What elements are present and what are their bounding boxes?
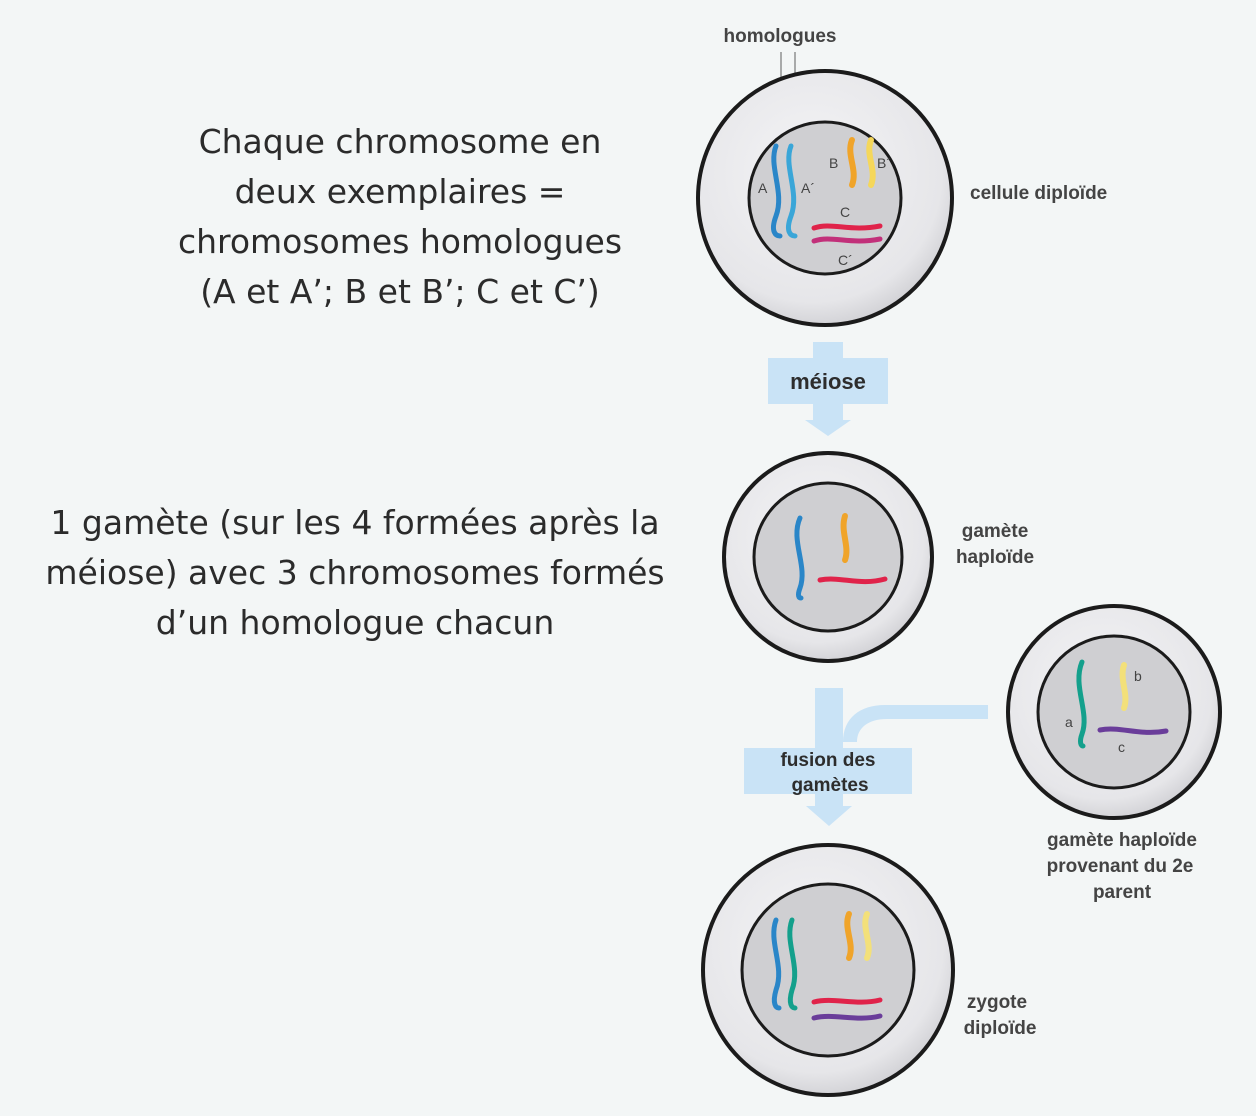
intro-line: deux exemplaires = [234, 172, 566, 211]
gamete-explanation: 1 gamète (sur les 4 formées après la méi… [20, 498, 690, 648]
zygote-label: zygote [967, 992, 1027, 1013]
second-parent-label: parent [1093, 882, 1152, 903]
fusion-box [744, 748, 912, 794]
label-b: b [1134, 668, 1142, 684]
chromosome-c [811, 1013, 883, 1021]
second-parent-label: gamète haploïde [1047, 830, 1197, 851]
chromosome-C-prime [811, 236, 883, 244]
label-A: A [758, 180, 768, 196]
second-parent-label: provenant du 2e [1047, 856, 1194, 877]
nucleus [752, 481, 904, 633]
fusion-arrow: fusion des gamètes [744, 688, 988, 826]
chromosome-B [844, 911, 854, 961]
diploid-cell: A A´ B B´ C C´ [696, 69, 954, 327]
chromosome-A [771, 143, 783, 239]
chromosome-C [811, 997, 883, 1005]
gamete-line: 1 gamète (sur les 4 formées après la [50, 503, 660, 542]
intro-line: (A et A’; B et B’; C et C’) [200, 272, 600, 311]
arrow-head [805, 420, 851, 436]
chromosome-A-prime [786, 143, 798, 239]
nucleus [1036, 634, 1192, 790]
label-c: c [1118, 739, 1125, 755]
gamete-label: gamète [962, 521, 1029, 542]
chromosome-a [787, 917, 798, 1011]
arrow-branch [843, 705, 988, 742]
chromosome-b [862, 911, 872, 961]
chromosome-C [817, 576, 888, 584]
chromosome-b [1119, 662, 1129, 711]
chromosome-B [840, 513, 850, 563]
label-C-prime: C´ [838, 252, 853, 268]
fusion-label: fusion des [780, 750, 875, 771]
diploid-cell-label: cellule diploïde [970, 183, 1107, 204]
second-parent-gamete-cell: a b c [1006, 604, 1222, 820]
chromosome-A [771, 917, 782, 1011]
nucleus [747, 120, 903, 276]
chromosome-c [1097, 726, 1169, 735]
chromosome-B-prime [866, 137, 876, 188]
zygote-cell [701, 843, 955, 1097]
homologous-chromosomes-explanation: Chaque chromosome en deux exemplaires = … [150, 117, 650, 317]
zygote-label: diploïde [964, 1018, 1037, 1039]
label-B: B [829, 155, 838, 171]
label-B-prime: B´ [877, 155, 891, 171]
chromosome-C [811, 223, 883, 231]
meiosis-box [768, 358, 888, 404]
chromosome-B [847, 137, 857, 188]
intro-line: chromosomes homologues [177, 222, 623, 261]
label-A-prime: A´ [801, 180, 815, 196]
intro-line: Chaque chromosome en [198, 122, 602, 161]
gamete-line: méiose) avec 3 chromosomes formés [45, 553, 665, 592]
meiosis-label: méiose [790, 369, 866, 394]
gamete-line: d’un homologue chacun [155, 603, 555, 642]
arrow-head [806, 806, 852, 826]
fusion-label: gamètes [791, 775, 868, 796]
homologues-label: homologues [724, 26, 837, 47]
chromosome-A [794, 515, 805, 601]
chromosome-a [1076, 659, 1087, 749]
meiosis-arrow: méiose [768, 342, 888, 436]
label-C: C [840, 204, 850, 220]
nucleus [740, 882, 916, 1058]
label-a: a [1065, 714, 1073, 730]
gamete-label: haploïde [956, 547, 1034, 568]
haploid-gamete-cell [722, 451, 934, 663]
